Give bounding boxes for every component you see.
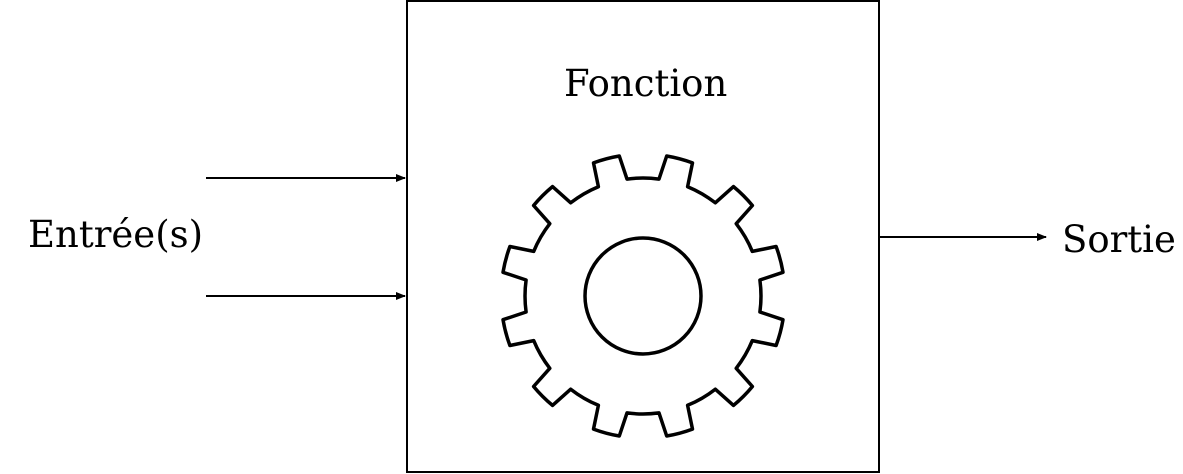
function-title: Fonction bbox=[564, 62, 728, 105]
function-box bbox=[406, 0, 880, 473]
input-label: Entrée(s) bbox=[28, 213, 204, 256]
output-label: Sortie bbox=[1062, 218, 1176, 261]
gear-icon bbox=[501, 154, 785, 438]
gear-hole bbox=[583, 236, 703, 356]
gear-outline bbox=[501, 154, 785, 438]
